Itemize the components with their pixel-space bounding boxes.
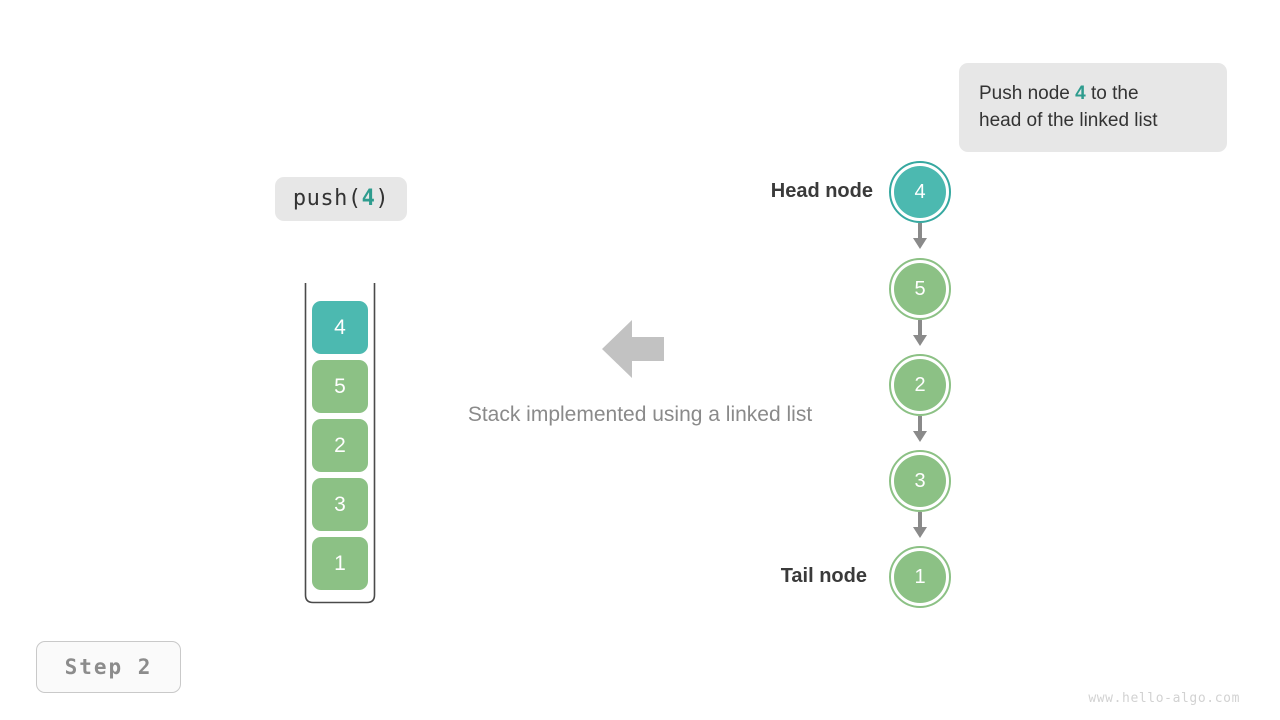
annotation-line2: head of the linked list bbox=[979, 110, 1158, 131]
linked-list-node: 2 bbox=[889, 354, 951, 416]
head-node-label: Head node bbox=[770, 180, 873, 202]
node-ring bbox=[889, 258, 951, 320]
node-link-arrow bbox=[913, 223, 927, 249]
tail-node-label: Tail node bbox=[780, 565, 867, 587]
node-value: 4 bbox=[894, 166, 946, 218]
node-value: 1 bbox=[894, 551, 946, 603]
linked-list-node: 1 bbox=[889, 546, 951, 608]
stack-container-outline bbox=[304, 283, 376, 604]
node-value: 2 bbox=[894, 359, 946, 411]
stack-cell: 2 bbox=[312, 419, 368, 472]
stack-cell: 3 bbox=[312, 478, 368, 531]
annotation-callout: Push node 4 to the head of the linked li… bbox=[959, 63, 1227, 152]
stack-cell-list: 4 5 2 3 1 bbox=[312, 301, 368, 596]
stack-cell: 5 bbox=[312, 360, 368, 413]
node-value: 3 bbox=[894, 455, 946, 507]
stack-visualization: 4 5 2 3 1 bbox=[303, 283, 377, 605]
node-ring bbox=[889, 354, 951, 416]
step-badge: Step 2 bbox=[36, 641, 181, 693]
linked-list-visualization: 4 5 2 3 1 bbox=[860, 150, 990, 620]
node-link-arrow bbox=[913, 416, 927, 442]
node-value: 5 bbox=[894, 263, 946, 315]
watermark: www.hello-algo.com bbox=[1088, 691, 1240, 706]
node-ring bbox=[889, 546, 951, 608]
operation-open-paren: ( bbox=[347, 186, 362, 211]
operation-call-label: push(4) bbox=[275, 177, 407, 221]
operation-close-paren: ) bbox=[375, 186, 390, 211]
linked-list-node: 5 bbox=[889, 258, 951, 320]
node-link-arrow bbox=[913, 320, 927, 346]
annotation-value: 4 bbox=[1075, 83, 1086, 104]
diagram-caption: Stack implemented using a linked list bbox=[467, 403, 813, 426]
stack-cell: 1 bbox=[312, 537, 368, 590]
node-link-arrow bbox=[913, 512, 927, 538]
annotation-line1-prefix: Push node bbox=[979, 83, 1076, 104]
stack-cell: 4 bbox=[312, 301, 368, 354]
operation-name: push bbox=[292, 186, 348, 211]
arrow-left-icon bbox=[602, 320, 664, 378]
node-ring bbox=[889, 450, 951, 512]
linked-list-node: 3 bbox=[889, 450, 951, 512]
linked-list-node: 4 bbox=[889, 161, 951, 223]
operation-argument: 4 bbox=[361, 186, 376, 211]
node-ring bbox=[889, 161, 951, 223]
annotation-line1-suffix: to the bbox=[1085, 83, 1139, 104]
